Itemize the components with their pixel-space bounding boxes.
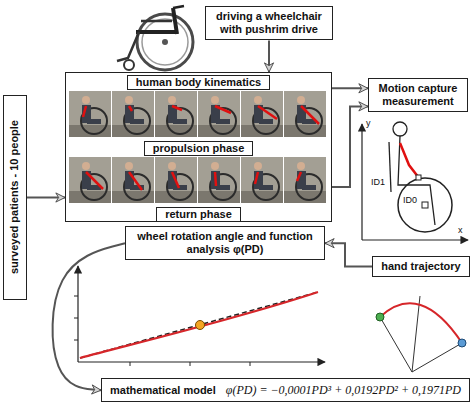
box-text: wheel rotation angle and function analys…: [131, 230, 319, 256]
linear-fit: [80, 292, 318, 358]
trajectory-curve: [380, 303, 462, 343]
photo-frame: [69, 157, 111, 203]
motion-sketch: [362, 122, 468, 240]
marker-square: [416, 175, 421, 180]
reach-lines: [380, 296, 462, 372]
photo-frame: [155, 91, 197, 137]
marker-label: ID0: [403, 196, 417, 205]
box-text: driving a wheelchair with pushrim drive: [211, 10, 327, 36]
angle-chart: [74, 266, 325, 366]
axis-label: y: [366, 119, 371, 128]
photo-frame: [69, 91, 111, 137]
marker-square: [422, 202, 428, 208]
backrest: [173, 8, 177, 34]
chart-axis: [78, 361, 325, 362]
photo-strip: [69, 157, 326, 203]
flow-connector: [325, 243, 372, 266]
photo-frame: [241, 91, 283, 137]
analysis-box: wheel rotation angle and function analys…: [125, 226, 325, 260]
photo-frame: [198, 157, 240, 203]
trajectory-sketch: [376, 296, 466, 372]
arm-line: [86, 172, 103, 189]
angle-curve: [80, 292, 318, 358]
wheelchair-picture: [117, 6, 193, 70]
phase-label: return phase: [156, 207, 241, 222]
wheel-outline: [398, 178, 452, 232]
flow-connector: [268, 40, 270, 72]
arm-line: [215, 106, 231, 113]
source-box: driving a wheelchair with pushrim drive: [205, 6, 333, 40]
kinematics-panel: human body kinematics propulsion phase ret…: [65, 72, 332, 222]
panel-ground: [65, 72, 332, 222]
wheel: [137, 14, 193, 70]
hub: [162, 39, 168, 45]
photo-frame: [112, 91, 154, 137]
phase-label: propulsion phase: [144, 141, 254, 156]
front-frame: [117, 32, 139, 61]
arm-line: [129, 106, 132, 111]
photo-frame: [112, 157, 154, 203]
flow-connector: [332, 87, 368, 89]
seat: [136, 30, 178, 34]
axis-label: x: [458, 226, 463, 235]
group-box: surveyed patients - 10 people: [3, 95, 27, 300]
x-axis: [362, 239, 468, 240]
start-dot: [376, 313, 384, 321]
arm-line: [215, 172, 216, 186]
box-text: hand trajectory: [381, 260, 460, 273]
box-text: Motion capture measurement: [373, 82, 463, 108]
formula-text: φ(PD) = −0,0001PD³ + 0,0192PD² + 0,1971P…: [226, 383, 461, 397]
arm-line: [172, 172, 179, 188]
photo-frame: [284, 91, 326, 137]
flow-connector: [27, 197, 65, 199]
head-outline: [393, 122, 407, 136]
box-text: surveyed patients - 10 people: [8, 120, 21, 274]
arm-line: [172, 106, 182, 110]
photo-frame: [155, 157, 197, 203]
arm-line: [400, 143, 419, 178]
arm-line: [129, 172, 142, 190]
panel-heading: human body kinematics: [127, 75, 270, 90]
chart-axis: [77, 266, 78, 362]
photo-frame: [198, 91, 240, 137]
arm-line: [83, 106, 86, 117]
chart-ticks: [74, 296, 250, 366]
end-dot: [458, 339, 466, 347]
arm-line: [301, 106, 319, 124]
backrest-outline: [389, 142, 391, 192]
armrest: [141, 20, 172, 23]
flow-connector: [332, 106, 368, 187]
arm-line: [297, 172, 301, 181]
photo-frame: [284, 157, 326, 203]
caster: [124, 60, 134, 70]
y-axis: [361, 124, 362, 240]
arm-line: [255, 172, 258, 184]
box-heading: mathematical model: [110, 384, 216, 397]
body-outline: [398, 136, 435, 225]
photo-frame: [241, 157, 283, 203]
method-box: Motion capture measurement: [368, 78, 468, 112]
marker-label: ID1: [371, 178, 385, 187]
photo-strip: [69, 91, 326, 137]
curve-point: [196, 321, 205, 330]
flow-connector: [53, 243, 125, 390]
model-box: mathematical model φ(PD) = −0,0001PD³ + 0…: [101, 378, 470, 402]
pushrim: [142, 19, 188, 65]
method-box: hand trajectory: [372, 256, 469, 277]
handle: [173, 6, 184, 8]
arm-line: [258, 106, 277, 119]
